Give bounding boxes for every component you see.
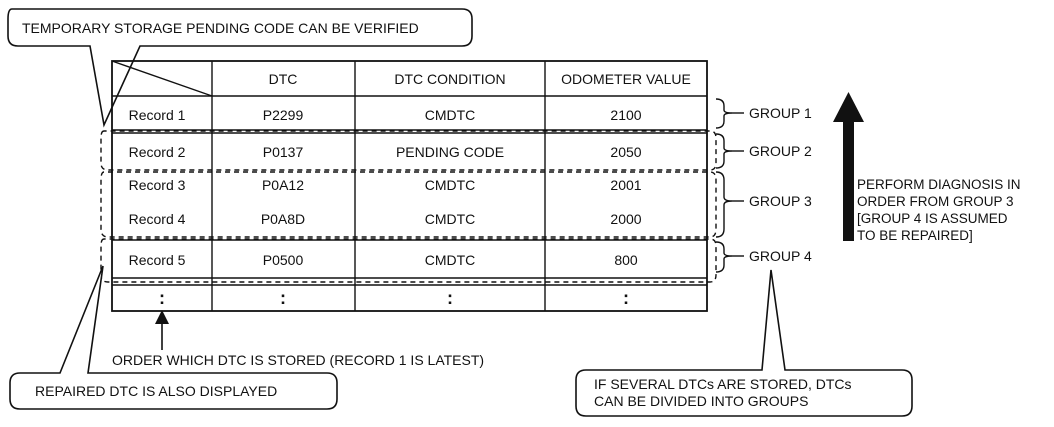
group-4-brace <box>715 241 733 273</box>
group-1-brace <box>715 98 733 129</box>
top-callout: TEMPORARY STORAGE PENDING CODE CAN BE VE… <box>7 8 473 128</box>
table-row: Record 2 P0137 PENDING CODE 2050 <box>129 144 642 160</box>
header-odometer-value: ODOMETER VALUE <box>561 71 691 87</box>
row-record: Record 5 <box>129 252 186 268</box>
group-4-dashed-box <box>100 238 717 283</box>
bottom-left-callout: REPAIRED DTC IS ALSO DISPLAYED <box>9 265 338 410</box>
top-callout-text: TEMPORARY STORAGE PENDING CODE CAN BE VE… <box>22 20 419 36</box>
group-dashed-outlines <box>100 130 717 283</box>
group-4-label: GROUP 4 <box>749 248 812 264</box>
row-record: Record 4 <box>129 211 186 227</box>
row-record: Record 1 <box>129 107 186 123</box>
table-header: DTC DTC CONDITION ODOMETER VALUE <box>269 71 691 87</box>
row-dtc: P0137 <box>263 144 304 160</box>
row-dtc: P0500 <box>263 252 304 268</box>
ellipsis-mark: : <box>447 288 453 308</box>
dtc-table <box>111 60 708 312</box>
bottom-right-callout-line-1: IF SEVERAL DTCs ARE STORED, DTCs <box>594 376 852 392</box>
table-row: Record 4 P0A8D CMDTC 2000 <box>129 211 642 227</box>
row-record: Record 2 <box>129 144 186 160</box>
row-condition: CMDTC <box>425 252 476 268</box>
group-labels: GROUP 1 GROUP 2 GROUP 3 GROUP 4 <box>749 105 812 264</box>
ellipsis-mark: : <box>623 288 629 308</box>
diagnosis-note-line-2: ORDER FROM GROUP 3 <box>857 194 1014 209</box>
row-odometer: 2100 <box>610 107 641 123</box>
row-odometer: 2050 <box>610 144 641 160</box>
group-3-brace <box>715 171 733 238</box>
row-condition: PENDING CODE <box>396 144 504 160</box>
ellipsis-mark: : <box>159 288 165 308</box>
bottom-right-callout: IF SEVERAL DTCs ARE STORED, DTCs CAN BE … <box>575 269 913 417</box>
group-2-dashed-box <box>100 130 717 171</box>
storage-order-arrow <box>155 310 169 350</box>
table-row-ellipsis: : : : : <box>159 288 629 308</box>
group-2-label: GROUP 2 <box>749 143 812 159</box>
row-odometer: 800 <box>614 252 638 268</box>
row-dtc: P2299 <box>263 107 304 123</box>
row-condition: CMDTC <box>425 107 476 123</box>
header-dtc-condition: DTC CONDITION <box>394 71 505 87</box>
group-braces <box>715 98 744 273</box>
ellipsis-mark: : <box>280 288 286 308</box>
diagnosis-note: PERFORM DIAGNOSIS IN ORDER FROM GROUP 3 … <box>857 177 1021 243</box>
table-border <box>111 60 708 312</box>
group-3-label: GROUP 3 <box>749 193 812 209</box>
diagnosis-order-arrow <box>833 92 864 241</box>
diagnosis-note-line-1: PERFORM DIAGNOSIS IN <box>857 177 1021 192</box>
bottom-right-callout-line-2: CAN BE DIVIDED INTO GROUPS <box>594 393 808 409</box>
row-condition: CMDTC <box>425 177 476 193</box>
header-diagonal <box>111 60 213 97</box>
table-row: Record 3 P0A12 CMDTC 2001 <box>129 177 642 193</box>
table-row: Record 1 P2299 CMDTC 2100 <box>129 107 642 123</box>
row-record: Record 3 <box>129 177 186 193</box>
bottom-left-callout-text: REPAIRED DTC IS ALSO DISPLAYED <box>35 383 277 399</box>
row-odometer: 2001 <box>610 177 641 193</box>
row-odometer: 2000 <box>610 211 641 227</box>
table-row: Record 5 P0500 CMDTC 800 <box>129 252 638 268</box>
row-dtc: P0A8D <box>261 211 305 227</box>
row-condition: CMDTC <box>425 211 476 227</box>
diagnosis-note-line-3: [GROUP 4 IS ASSUMED <box>857 211 1008 226</box>
row-dtc: P0A12 <box>262 177 304 193</box>
group-2-brace <box>715 133 733 169</box>
table-rows: Record 1 P2299 CMDTC 2100 Record 2 P0137… <box>129 107 642 308</box>
diagnosis-note-line-4: TO BE REPAIRED] <box>857 228 973 243</box>
storage-order-label: ORDER WHICH DTC IS STORED (RECORD 1 IS L… <box>112 352 484 368</box>
group-1-label: GROUP 1 <box>749 105 812 121</box>
header-dtc: DTC <box>269 71 298 87</box>
